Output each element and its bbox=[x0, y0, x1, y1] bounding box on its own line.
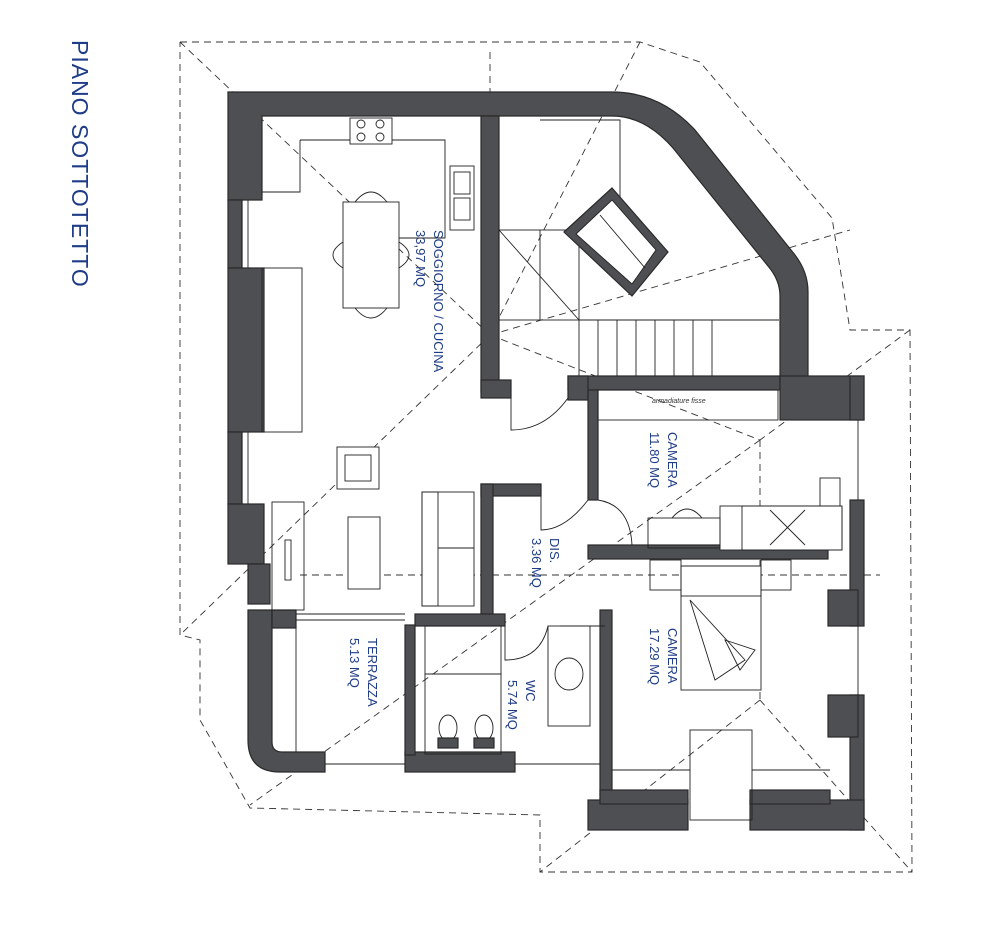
room-area: 5.74 MQ bbox=[505, 680, 520, 730]
wardrobe-label: armadiature fisse bbox=[652, 398, 706, 405]
walls bbox=[227, 91, 865, 831]
room-label-dis: DIS. 3.36 MQ bbox=[529, 538, 562, 588]
room-area: 17.29 MQ bbox=[647, 628, 662, 685]
room-area: 11.80 MQ bbox=[647, 432, 662, 488]
room-area: 3.36 MQ bbox=[529, 538, 544, 588]
room-label-camera-2: CAMERA 17.29 MQ bbox=[647, 628, 680, 685]
room-name: SOGGIORNO / CUCINA bbox=[431, 230, 446, 373]
room-label-soggiorno: SOGGIORNO / CUCINA 33,97 MQ bbox=[413, 230, 446, 373]
room-area: 5.13 MQ bbox=[347, 638, 362, 688]
furniture: armadiature fisse bbox=[241, 117, 859, 821]
roof-outline bbox=[179, 41, 913, 873]
room-label-camera-1: CAMERA 11.80 MQ bbox=[647, 432, 680, 488]
room-area: 33,97 MQ bbox=[413, 230, 428, 287]
room-name: CAMERA bbox=[665, 432, 680, 488]
plan-title: PIANO SOTTOTETTO bbox=[67, 40, 93, 288]
room-name: TERRAZZA bbox=[365, 638, 380, 707]
room-label-terrazza: TERRAZZA 5.13 MQ bbox=[347, 638, 380, 707]
room-label-wc: WC 5.74 MQ bbox=[505, 680, 538, 730]
room-name: WC bbox=[523, 680, 538, 702]
room-name: CAMERA bbox=[665, 628, 680, 684]
room-name: DIS. bbox=[547, 538, 562, 563]
